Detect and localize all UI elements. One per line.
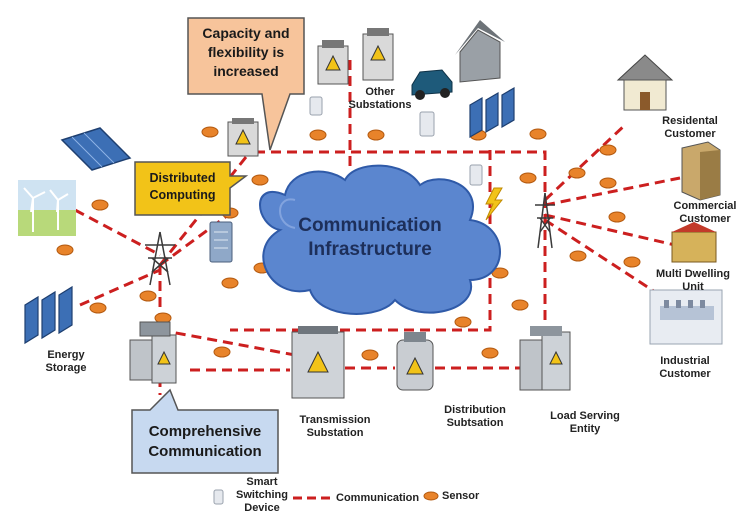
sensor-icon	[568, 167, 586, 179]
sensor-icon	[91, 199, 109, 211]
label-transmission: Transmission Substation	[299, 414, 371, 439]
legend-graphics	[293, 491, 439, 501]
callout-comprehensive: Comprehensive Communication	[148, 423, 262, 460]
solar-panel-top-icon	[469, 86, 515, 139]
callout-distributed: Distributed Computing	[149, 171, 216, 202]
sensor-icon	[623, 256, 641, 268]
comprehensive-substation-icon	[129, 321, 177, 384]
communication-cloud	[259, 164, 501, 315]
sensor-icon	[89, 302, 107, 314]
sensor-icon	[519, 172, 537, 184]
residential-house-icon	[616, 54, 674, 111]
sensor-icon	[569, 250, 587, 262]
sensor-icon	[599, 177, 617, 189]
sensor-icon	[201, 126, 219, 138]
transmission-tower-icon	[145, 231, 175, 286]
industrial-customer-icon	[649, 289, 723, 345]
sensor-icon	[511, 299, 529, 311]
legend-switch-icon	[213, 489, 224, 505]
sensor-icon	[213, 346, 231, 358]
sensor-icon	[529, 128, 547, 140]
transmission-substation-icon	[291, 326, 345, 399]
server-icon	[209, 221, 233, 263]
callout-capacity: Capacity and flexibility is increased	[202, 25, 290, 79]
electric-car-icon	[411, 69, 453, 100]
wind-turbine-icon	[18, 180, 76, 236]
callout-shapes	[131, 17, 305, 474]
label-energy-storage: Energy Storage	[45, 349, 87, 374]
legend-sensor-label: Sensor	[442, 490, 480, 502]
commercial-building-icon	[681, 141, 721, 201]
sensor-icon	[481, 347, 499, 359]
substation-small-icons	[227, 28, 394, 157]
energy-storage-icon	[24, 285, 73, 345]
legend-sensor-icon	[423, 491, 439, 501]
legend-switch-label: Smart Switching Device	[236, 476, 288, 514]
smart-switch-devices	[213, 96, 483, 505]
sensor-icon	[309, 129, 327, 141]
sensor-icon	[56, 244, 74, 256]
label-commercial: Commercial Customer	[673, 200, 737, 225]
distribution-substation-icon	[396, 332, 434, 391]
label-multi-dwelling: Multi Dwelling Unit	[656, 268, 730, 293]
sensor-icon	[599, 144, 617, 156]
label-residential: Residental Customer	[662, 115, 718, 140]
multi-dwelling-icon	[671, 222, 717, 263]
label-industrial: Industrial Customer	[659, 355, 711, 380]
cloud-title: Communication Infrastructure	[280, 214, 460, 262]
lightning-bolt-icon	[485, 187, 504, 221]
cloud-line-2: Infrastructure	[308, 239, 432, 260]
house-top-icon	[455, 20, 505, 83]
sensor-icon	[361, 349, 379, 361]
solar-panel-icon	[60, 127, 132, 171]
sensor-icon	[139, 290, 157, 302]
label-other-substations: Other Substations	[348, 86, 412, 111]
legend-communication-label: Communication	[336, 492, 420, 504]
sensor-icon	[608, 211, 626, 223]
transmission-tower-right-icon	[535, 192, 555, 249]
label-load-serving: Load Serving Entity	[550, 410, 620, 435]
sensor-icon	[251, 174, 269, 186]
sensor-icon	[367, 129, 385, 141]
cloud-line-1: Communication	[298, 215, 442, 236]
sensor-icon	[454, 316, 472, 328]
sensor-icon	[221, 277, 239, 289]
label-distribution: Distribution Subtsation	[444, 404, 506, 429]
load-serving-icon	[519, 326, 571, 391]
